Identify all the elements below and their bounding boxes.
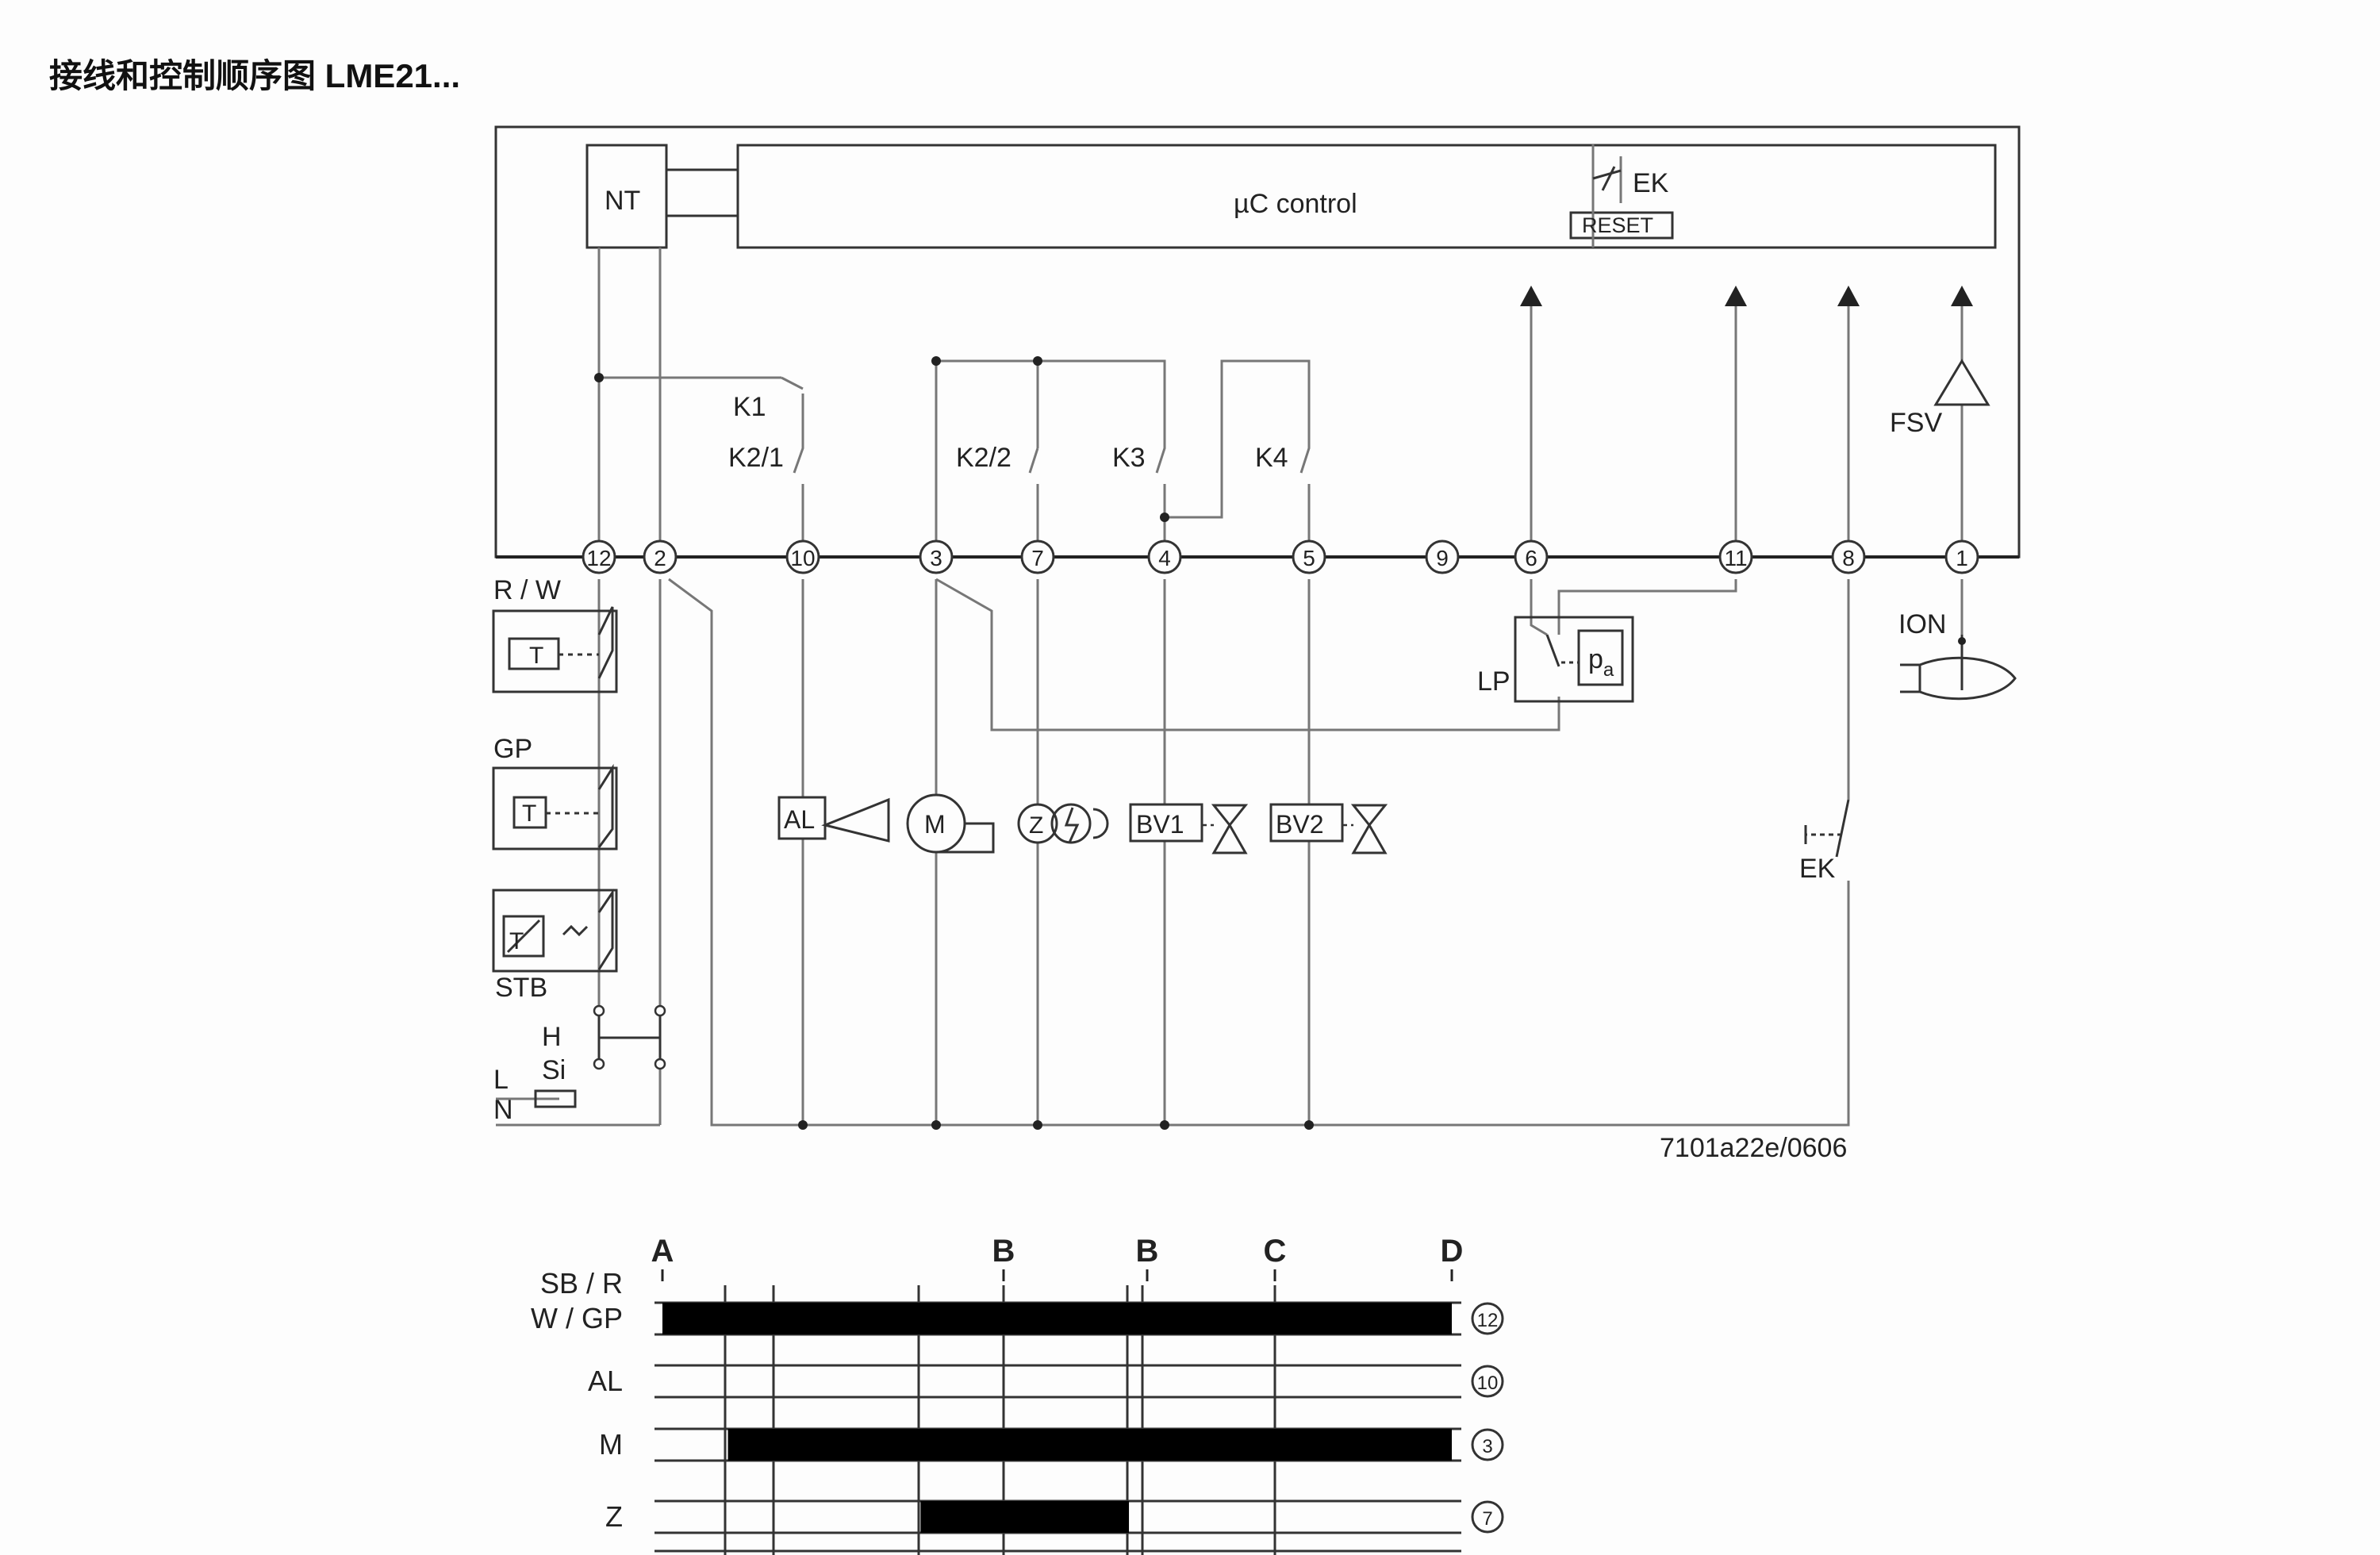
bv1-load — [1129, 803, 1203, 843]
phase-label: B — [992, 1234, 1015, 1269]
al-label: AL — [784, 805, 815, 834]
ek-reset-switch — [1804, 799, 1850, 858]
h-label: H — [542, 1022, 562, 1052]
z-label: Z — [1029, 812, 1043, 839]
l-label: L — [493, 1065, 509, 1095]
lp-label: LP — [1477, 666, 1511, 697]
terminal-label-4: 4 — [1158, 546, 1171, 570]
rw-thermostat-label: T — [529, 643, 543, 669]
contact-k3-label: K3 — [1112, 443, 1146, 473]
phase-label: B — [1136, 1234, 1159, 1269]
terminal-label-6: 6 — [1525, 546, 1537, 570]
sequence-row-label: SB / R — [540, 1267, 623, 1300]
terminal-10 — [785, 539, 820, 574]
terminal-7 — [1020, 539, 1055, 574]
reset-box — [1569, 211, 1674, 240]
signal-bar — [727, 1429, 1452, 1461]
gp-label: GP — [493, 734, 532, 764]
z-load — [1017, 803, 1058, 844]
sequence-row-label: AL — [588, 1365, 623, 1397]
sequence-row-label: W / GP — [531, 1302, 623, 1334]
uc-control-box — [736, 144, 1997, 249]
sequence-row-label: Z — [605, 1500, 623, 1533]
al-load — [777, 796, 827, 840]
terminal-label-2: 2 — [654, 546, 666, 570]
terminal-4 — [1147, 539, 1182, 574]
si-label: Si — [542, 1055, 566, 1085]
terminal-label-11: 11 — [1724, 546, 1747, 570]
stb-label: STB — [495, 973, 547, 1003]
terminal-5 — [1292, 539, 1326, 574]
phase-label: D — [1441, 1234, 1464, 1269]
terminal-2 — [643, 539, 678, 574]
lp-pressure-switch — [1514, 616, 1634, 703]
rw-device — [492, 609, 618, 693]
terminal-11 — [1718, 539, 1753, 574]
nt-label: NT — [605, 186, 640, 216]
terminal-label-3: 3 — [930, 546, 942, 570]
contact-k2-1-label: K2/1 — [728, 443, 784, 473]
sequence-terminal-label: 12 — [1477, 1310, 1499, 1331]
nt-box — [585, 144, 668, 249]
fsv-label: FSV — [1890, 408, 1942, 438]
bv2-label: BV2 — [1276, 810, 1323, 839]
sequence-terminal-label: 10 — [1477, 1373, 1499, 1394]
ek-lower-label: EK — [1799, 854, 1836, 884]
m-label: M — [924, 810, 946, 839]
terminal-label-5: 5 — [1303, 546, 1315, 570]
terminal-6 — [1514, 539, 1549, 574]
ion-label: ION — [1898, 609, 1946, 639]
sequence-row-label: M — [599, 1428, 623, 1461]
terminal-label-9: 9 — [1436, 546, 1449, 570]
terminal-12 — [582, 539, 616, 574]
fsv-sensor-icon — [1933, 359, 1990, 406]
terminal-label-1: 1 — [1956, 546, 1968, 570]
terminal-label-10: 10 — [790, 546, 815, 570]
terminal-9 — [1425, 539, 1460, 574]
phase-label: C — [1264, 1234, 1287, 1269]
terminal-8 — [1831, 539, 1866, 574]
stb-device — [492, 889, 618, 973]
rw-label: R / W — [493, 575, 561, 605]
ek-label: EK — [1633, 168, 1669, 198]
stb-thermostat-label: T — [509, 928, 524, 954]
contact-k4-label: K4 — [1255, 443, 1288, 473]
terminal-1 — [1944, 539, 1979, 574]
contact-k1-label: K1 — [733, 392, 766, 422]
sequence-terminal-label: 7 — [1482, 1508, 1492, 1530]
uc-control-label: µC control — [1234, 189, 1357, 219]
signal-bar — [920, 1501, 1130, 1533]
gp-device — [492, 766, 618, 850]
terminal-label-8: 8 — [1842, 546, 1855, 570]
contact-k2-2-label: K2/2 — [956, 443, 1012, 473]
signal-bar — [662, 1303, 1452, 1334]
ion-electrode-icon — [1900, 635, 2017, 701]
reset-label: RESET — [1582, 213, 1653, 237]
bv2-load — [1269, 803, 1344, 843]
terminal-3 — [919, 539, 954, 574]
drawing-code: 7101a22e/0606 — [1660, 1133, 1847, 1163]
bv1-label: BV1 — [1136, 810, 1184, 839]
sequence-terminal-label: 3 — [1482, 1436, 1492, 1457]
gp-thermostat-label: T — [522, 801, 536, 827]
terminal-label-12: 12 — [586, 546, 611, 570]
n-label: N — [493, 1095, 513, 1125]
terminal-label-7: 7 — [1031, 546, 1044, 570]
phase-label: A — [651, 1234, 674, 1269]
page-title: 接线和控制顺序图 LME21... — [49, 57, 461, 94]
pa-label: pa — [1588, 644, 1614, 681]
